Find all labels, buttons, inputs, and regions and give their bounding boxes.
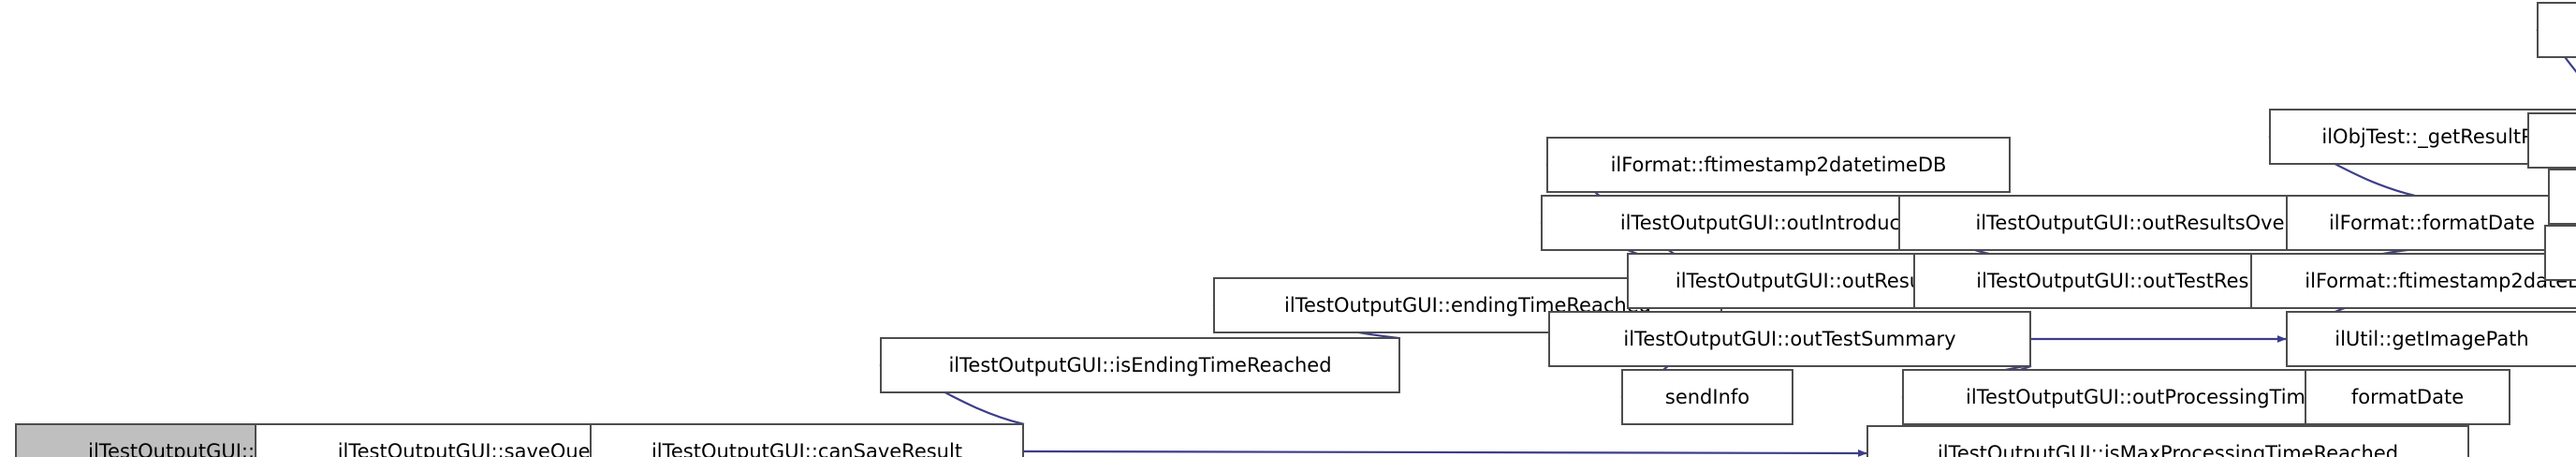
- graph-node-label: ilFormat::ftimestamp2dateDB: [2305, 269, 2576, 292]
- graph-node-getBestPass[interactable]: ilObjTest::_getBestPass: [2537, 2, 2576, 58]
- graph-node-ftimestamp2dateDB[interactable]: ilFormat::ftimestamp2dateDB: [2250, 253, 2576, 309]
- graph-node-label: ilTestOutputGUI::isMaxProcessingTimeReac…: [1937, 441, 2399, 457]
- graph-node-sendInfo[interactable]: sendInfo: [1621, 369, 1793, 425]
- graph-node-label: formatDate: [2350, 385, 2465, 408]
- graph-node-getPassScoring[interactable]: ilObjTest::_getPassScoring: [2527, 112, 2576, 169]
- graph-node-label: ilTestOutputGUI::isEndingTimeReached: [948, 353, 1332, 376]
- graph-node-label: ilTestOutputGUI::endingTimeReached: [1284, 293, 1651, 317]
- graph-node-getTestType[interactable]: ilObjTest::_getTestType: [2548, 169, 2576, 225]
- graph-node-label: ilObjTest::_getResultPass: [2321, 125, 2565, 148]
- graph-node-outProcessingTime[interactable]: ilTestOutputGUI::outProcessingTime: [1902, 369, 2381, 425]
- graph-node-label: sendInfo: [1664, 385, 1750, 408]
- graph-node-label: ilTestOutputGUI::outTestResults: [1976, 269, 2285, 292]
- graph-node-label: ilTestOutputGUI::canSaveResult: [651, 439, 963, 457]
- graph-node-fmtDateTime[interactable]: ilFormat::fmtDateTime: [2544, 225, 2576, 281]
- graph-node-formatDateFull[interactable]: ilFormat::formatDate: [2286, 195, 2576, 251]
- graph-node-isMaxProcessingTime[interactable]: ilTestOutputGUI::isMaxProcessingTimeReac…: [1866, 425, 2469, 457]
- graph-node-label: ilTestOutputGUI::outResults: [1675, 269, 1946, 292]
- graph-node-ftimestamp2datetimeDB[interactable]: ilFormat::ftimestamp2datetimeDB: [1546, 137, 2011, 193]
- graph-node-label: ilTestOutputGUI::outIntroductionPage: [1619, 211, 1986, 234]
- graph-node-isEndingTimeReached[interactable]: ilTestOutputGUI::isEndingTimeReached: [880, 337, 1400, 393]
- graph-node-getResultPass[interactable]: ilObjTest::_getResultPass: [2269, 109, 2576, 165]
- graph-node-outTestSummary[interactable]: ilTestOutputGUI::outTestSummary: [1548, 311, 2031, 367]
- graph-node-canSaveResult[interactable]: ilTestOutputGUI::canSaveResult: [590, 423, 1024, 457]
- graph-edge-canSaveResult-to-isMaxProcessingTime: [1023, 449, 1867, 457]
- graph-node-getImagePath[interactable]: ilUtil::getImagePath: [2286, 311, 2576, 367]
- graph-node-label: ilTestOutputGUI::outResultsOverview: [1975, 211, 2338, 234]
- graph-node-formatDateShort[interactable]: formatDate: [2305, 369, 2510, 425]
- graph-node-label: ilFormat::formatDate: [2328, 211, 2536, 234]
- graph-node-label: ilFormat::ftimestamp2datetimeDB: [1610, 153, 1947, 176]
- graph-node-label: ilTestOutputGUI::outTestSummary: [1623, 327, 1956, 350]
- graph-node-label: ilTestOutputGUI::outProcessingTime: [1966, 385, 2318, 408]
- graph-node-label: ilUtil::getImagePath: [2334, 327, 2529, 350]
